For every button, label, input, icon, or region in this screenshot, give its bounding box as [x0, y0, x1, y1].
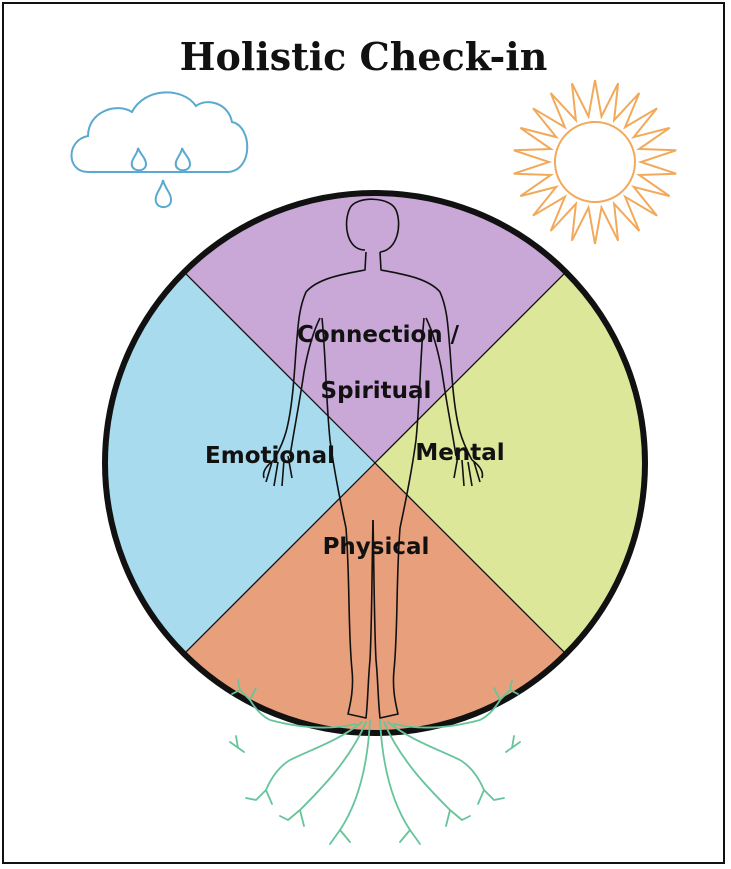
label-emotional: Emotional — [205, 443, 335, 469]
page-title: Holistic Check-in — [179, 34, 548, 79]
label-physical: Physical — [323, 534, 430, 560]
wheel-quadrants — [105, 193, 645, 733]
wheel-outline — [102, 190, 648, 736]
sun-icon — [513, 79, 677, 245]
human-figure-icon — [262, 198, 484, 719]
label-connection: Connection / — [297, 322, 460, 348]
rain-cloud-icon — [70, 91, 249, 209]
label-spiritual: Spiritual — [321, 378, 432, 404]
label-mental: Mental — [415, 440, 504, 466]
sun-rays — [513, 79, 677, 245]
roots-icon — [229, 679, 521, 845]
sun-core — [554, 121, 636, 203]
